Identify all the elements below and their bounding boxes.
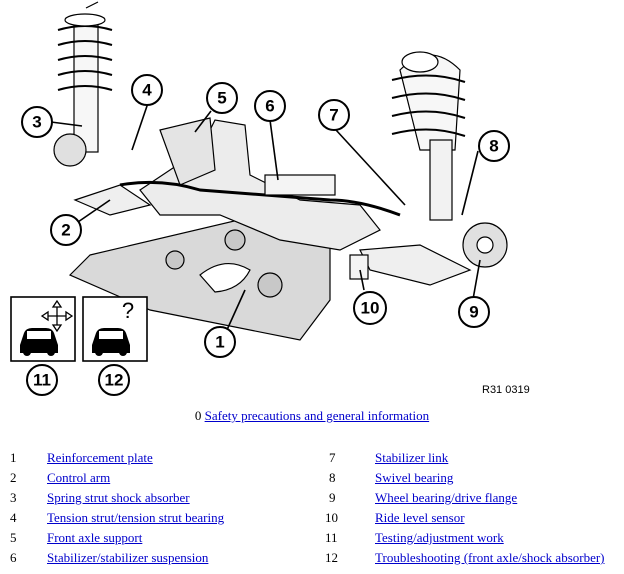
callout-11: 11 bbox=[26, 364, 58, 396]
legend-number: 6 bbox=[10, 550, 17, 565]
legend-number: 9 bbox=[329, 490, 336, 505]
svg-text:3: 3 bbox=[32, 113, 41, 132]
legend-link-stabilizer[interactable]: Stabilizer/stabilizer suspension bbox=[47, 550, 209, 565]
legend-link-tension-strut[interactable]: Tension strut/tension strut bearing bbox=[47, 510, 225, 525]
legend-number: 5 bbox=[10, 530, 17, 545]
legend-link-testing-adjustment[interactable]: Testing/adjustment work bbox=[375, 530, 504, 545]
callout-9: 9 bbox=[458, 296, 490, 328]
legend-number: 2 bbox=[10, 470, 17, 485]
svg-text:5: 5 bbox=[217, 89, 226, 108]
legend-number: 4 bbox=[10, 510, 17, 525]
legend-number: 10 bbox=[325, 510, 338, 525]
legend-link-spring-strut[interactable]: Spring strut shock absorber bbox=[47, 490, 190, 505]
callout-8: 8 bbox=[478, 130, 510, 162]
legend-link-control-arm[interactable]: Control arm bbox=[47, 470, 111, 485]
legend-number: 11 bbox=[325, 530, 338, 545]
intro-number: 0 bbox=[194, 408, 202, 423]
svg-text:12: 12 bbox=[105, 371, 124, 390]
figure-code: R31 0319 bbox=[482, 384, 530, 396]
safety-precautions-link[interactable]: Safety precautions and general informati… bbox=[204, 408, 430, 423]
legend-link-swivel-bearing[interactable]: Swivel bearing bbox=[375, 470, 454, 485]
svg-text:4: 4 bbox=[142, 81, 152, 100]
svg-text:2: 2 bbox=[61, 221, 70, 240]
legend-number: 1 bbox=[10, 450, 17, 465]
callout-2: 2 bbox=[50, 214, 82, 246]
legend-link-front-axle-support[interactable]: Front axle support bbox=[47, 530, 143, 545]
legend-link-stabilizer-link[interactable]: Stabilizer link bbox=[375, 450, 449, 465]
axle-illustration bbox=[53, 1, 508, 341]
callout-6: 6 bbox=[254, 90, 286, 122]
svg-text:8: 8 bbox=[489, 137, 498, 156]
legend-number: 12 bbox=[325, 550, 338, 565]
legend-number: 8 bbox=[329, 470, 336, 485]
svg-text:?: ? bbox=[122, 298, 134, 323]
callout-7: 7 bbox=[318, 99, 350, 131]
callout-1: 1 bbox=[204, 326, 236, 358]
svg-text:11: 11 bbox=[33, 371, 51, 390]
legend-link-ride-level-sensor[interactable]: Ride level sensor bbox=[375, 510, 465, 525]
svg-text:1: 1 bbox=[215, 333, 224, 352]
troubleshooting-icon[interactable]: ? bbox=[82, 296, 148, 362]
front-axle-diagram: 1 2 3 4 5 6 7 8 9 10 ? 11 12 bbox=[10, 1, 510, 396]
intro-line: 0 Safety precautions and general informa… bbox=[0, 408, 624, 424]
legend-number: 7 bbox=[329, 450, 336, 465]
svg-text:6: 6 bbox=[265, 97, 274, 116]
svg-text:10: 10 bbox=[361, 299, 380, 318]
legend-number: 3 bbox=[10, 490, 17, 505]
callout-4: 4 bbox=[131, 74, 163, 106]
legend-link-wheel-bearing[interactable]: Wheel bearing/drive flange bbox=[375, 490, 518, 505]
legend-link-reinforcement-plate[interactable]: Reinforcement plate bbox=[47, 450, 153, 465]
callout-3: 3 bbox=[21, 106, 53, 138]
testing-adjustment-icon[interactable] bbox=[10, 296, 76, 362]
callout-12: 12 bbox=[98, 364, 130, 396]
legend-link-troubleshooting[interactable]: Troubleshooting (front axle/shock absorb… bbox=[375, 550, 605, 565]
svg-text:9: 9 bbox=[469, 303, 478, 322]
callout-5: 5 bbox=[206, 82, 238, 114]
callout-10: 10 bbox=[353, 291, 387, 325]
svg-text:7: 7 bbox=[329, 106, 338, 125]
